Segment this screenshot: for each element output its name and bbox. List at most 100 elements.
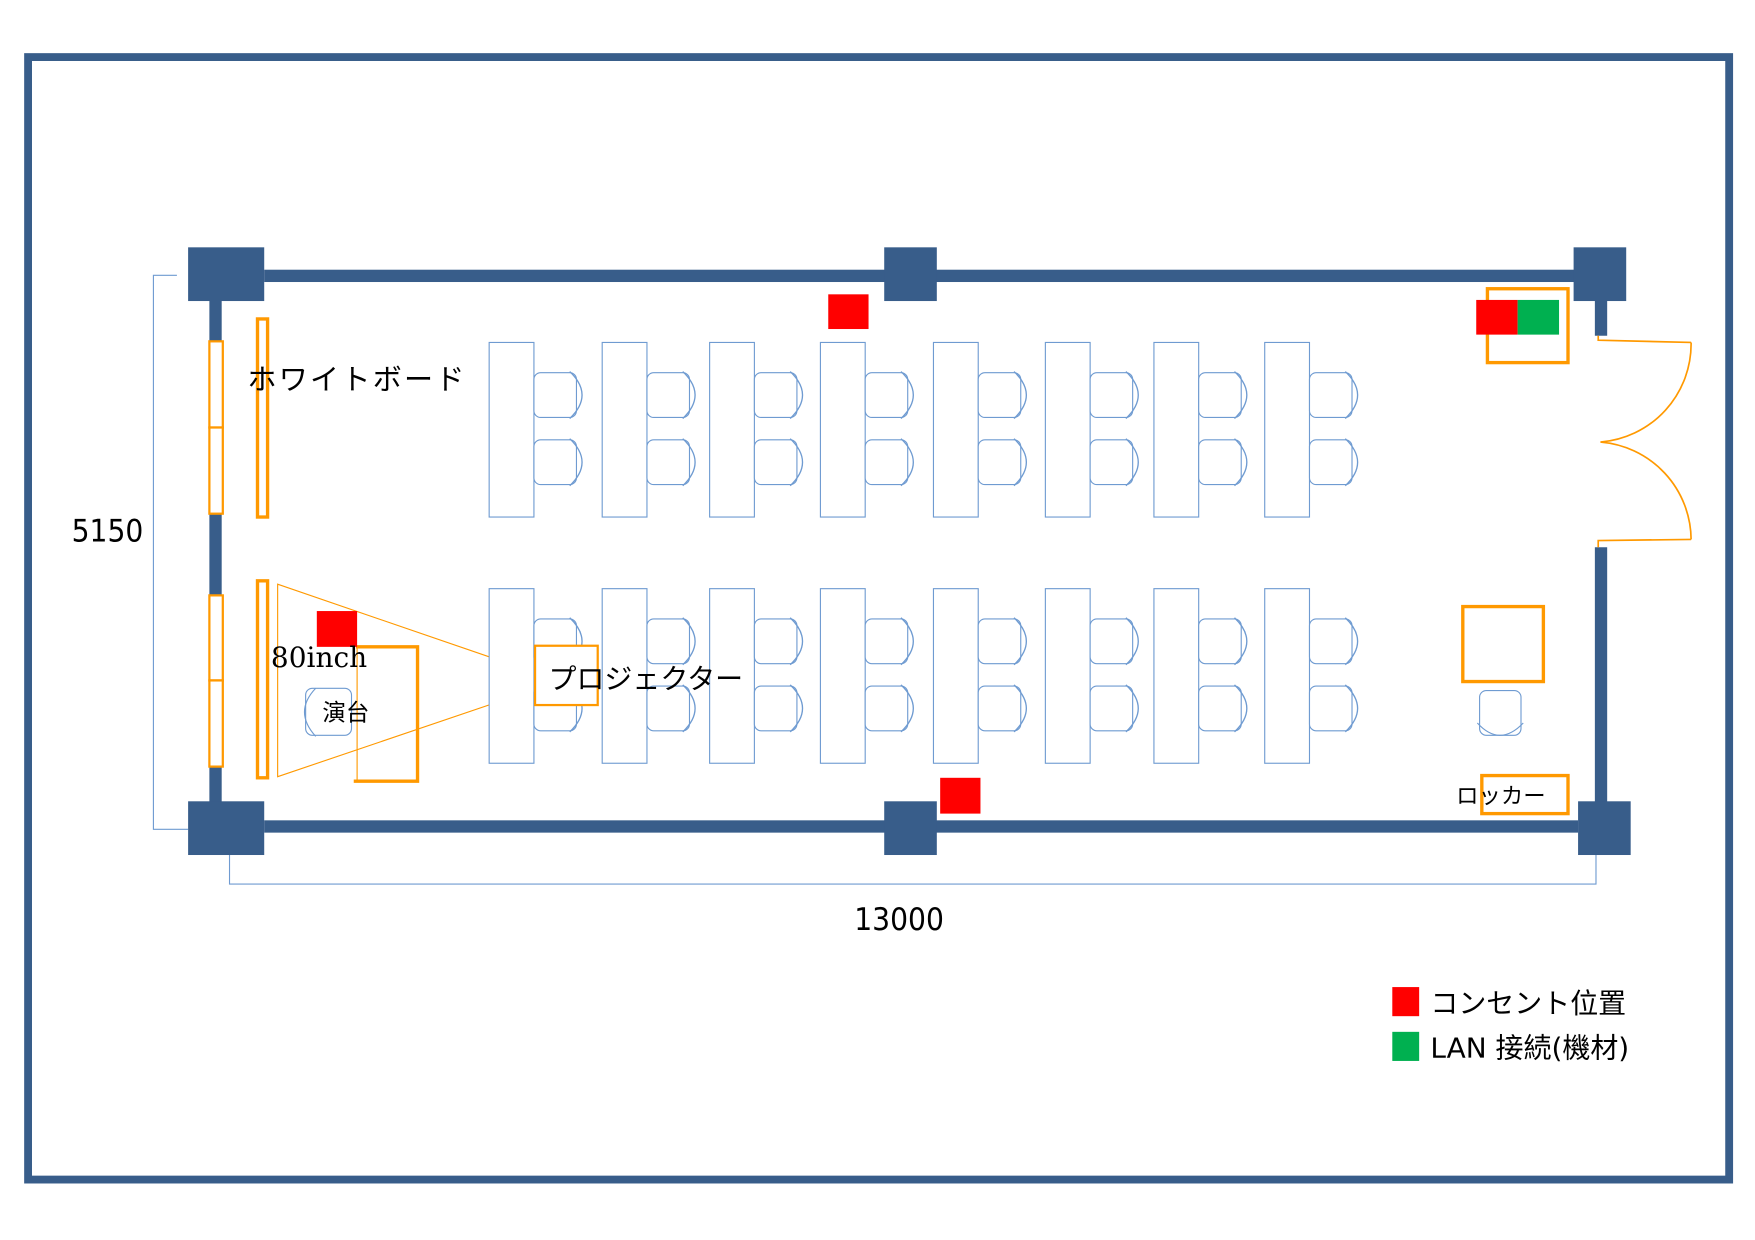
chair-back <box>1344 371 1359 420</box>
width-dimension-label: 13000 <box>854 902 944 939</box>
chair <box>1308 439 1353 486</box>
outlet-marker <box>828 294 869 330</box>
page-frame <box>24 53 1734 1184</box>
chair-back <box>1125 684 1139 733</box>
windows <box>208 340 224 768</box>
chair-back <box>900 371 914 420</box>
chair <box>753 439 798 486</box>
chair-back <box>1013 684 1028 733</box>
chair <box>753 618 798 665</box>
chair-back <box>682 438 696 487</box>
desk <box>819 341 866 518</box>
pillar <box>1578 801 1631 856</box>
chair-back <box>682 371 696 420</box>
chair <box>533 439 578 486</box>
chair <box>1089 685 1134 732</box>
seating-area <box>488 341 1359 764</box>
chair-back <box>1013 438 1028 487</box>
chair-back <box>900 438 914 487</box>
podium-label: 演台 <box>322 699 369 727</box>
chair-back <box>569 438 583 487</box>
desk <box>1044 341 1091 518</box>
chair <box>1198 439 1242 486</box>
chair <box>864 685 909 732</box>
outlet-marker <box>316 611 358 647</box>
legend: コンセント位置 LAN 接続(機材) <box>1392 987 1629 1065</box>
desk <box>1264 341 1311 518</box>
pillar <box>188 247 265 302</box>
chair <box>1198 685 1242 732</box>
pillar <box>1573 247 1627 302</box>
chair <box>646 618 691 665</box>
chair-back <box>1125 617 1139 666</box>
chair <box>753 685 798 732</box>
outlet-marker <box>940 777 981 814</box>
desk <box>1153 588 1200 764</box>
height-dimension-label: 5150 <box>72 513 144 550</box>
chair <box>1089 618 1134 665</box>
chair <box>1089 372 1134 418</box>
height-dimension-line <box>152 274 189 830</box>
chair-back <box>682 684 696 733</box>
chair <box>977 618 1022 665</box>
staff-chair <box>1476 689 1524 736</box>
legend-label-outlet: コンセント位置 <box>1430 987 1626 1020</box>
lan-marker <box>1517 299 1560 335</box>
outlet-marker <box>1476 299 1518 335</box>
chair-back <box>1344 617 1359 666</box>
legend-label-lan: LAN 接続(機材) <box>1430 1032 1629 1065</box>
desk <box>709 588 755 764</box>
chair-back <box>789 617 804 666</box>
screen <box>255 579 270 780</box>
chair-back <box>1234 438 1248 487</box>
outlets <box>316 294 1560 814</box>
chair <box>864 372 909 418</box>
chair <box>864 618 909 665</box>
desk <box>932 588 979 764</box>
projector <box>533 644 599 707</box>
desk <box>601 588 648 764</box>
chair-back <box>1013 617 1028 666</box>
pillar <box>884 801 937 856</box>
double-door <box>1597 335 1692 548</box>
walls <box>188 247 1631 856</box>
chair-back <box>1125 438 1139 487</box>
whiteboard-label: ホワイトボード <box>247 362 466 396</box>
desk <box>932 341 979 518</box>
chair <box>864 439 909 486</box>
pillar <box>188 801 265 856</box>
chair <box>753 372 798 418</box>
chair-back <box>789 684 804 733</box>
desk <box>488 588 535 764</box>
pillar <box>884 247 937 302</box>
chair-back <box>1234 371 1248 420</box>
podium-chair <box>303 687 353 737</box>
desk <box>709 341 755 518</box>
chair-back <box>1234 617 1248 666</box>
chair <box>1198 618 1242 665</box>
locker-label: ロッカー <box>1456 784 1546 810</box>
chair <box>1308 685 1353 732</box>
chair <box>533 372 578 418</box>
chair-back <box>900 617 914 666</box>
chair-back <box>789 438 804 487</box>
desk <box>488 341 535 518</box>
desk <box>1264 588 1311 764</box>
desk <box>1044 588 1091 764</box>
chair-back <box>682 617 696 666</box>
chair <box>646 439 691 486</box>
podium-desk <box>353 645 420 783</box>
legend-swatch-outlet <box>1392 987 1420 1017</box>
width-dimension-line <box>228 853 1597 885</box>
chair-back <box>1013 371 1028 420</box>
chair <box>1308 372 1353 418</box>
desk <box>819 588 866 764</box>
whiteboard <box>255 317 270 519</box>
chair-back <box>1234 684 1248 733</box>
desk <box>1153 341 1200 518</box>
chair <box>1198 372 1242 418</box>
desk <box>601 341 648 518</box>
chair <box>977 685 1022 732</box>
chair <box>646 685 691 732</box>
